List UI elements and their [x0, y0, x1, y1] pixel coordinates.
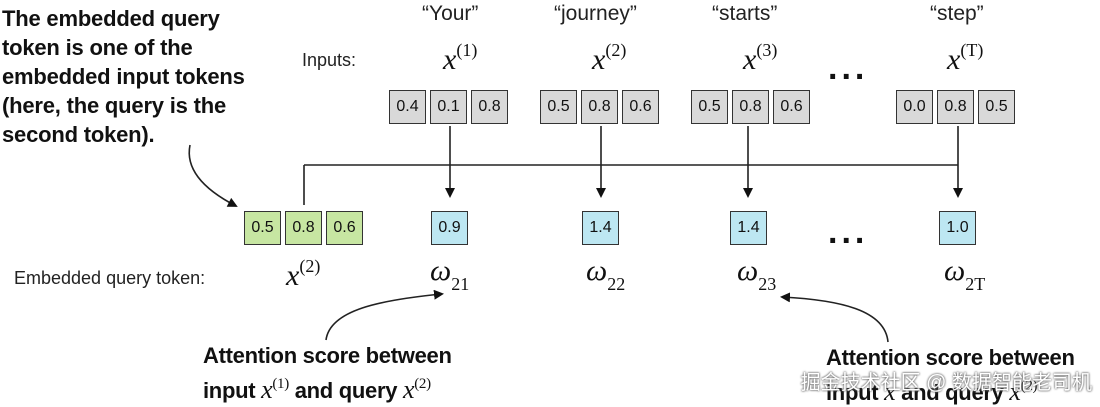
input-1-cell: 0.4 [389, 90, 426, 124]
input-1-cell: 0.8 [471, 90, 508, 124]
input-symbol-3: x(3) [743, 40, 778, 76]
input-T-cell: 0.5 [978, 90, 1015, 124]
score-cell-21: 0.9 [431, 211, 468, 245]
inputs-ellipsis: ... [828, 49, 869, 87]
attention-score-callout-right: Attention score between input x and quer… [826, 345, 1075, 406]
input-3-cell: 0.8 [732, 90, 769, 124]
input-2-cell: 0.6 [622, 90, 659, 124]
query-cell: 0.6 [326, 211, 363, 245]
scores-ellipsis: ... [828, 213, 869, 251]
input-2-cell: 0.8 [581, 90, 618, 124]
input-3-cell: 0.6 [773, 90, 810, 124]
input-3-cell: 0.5 [691, 90, 728, 124]
omega-symbol-22: ω22 [586, 254, 626, 294]
token-word-3: “starts” [712, 2, 778, 25]
input-T-cell: 0.0 [896, 90, 933, 124]
score-cell-2T: 1.0 [939, 211, 976, 245]
arrow-callout-right [780, 292, 889, 343]
query-explanation-callout: The embedded query token is one of the e… [2, 6, 245, 147]
score-cell-23: 1.4 [730, 211, 767, 245]
inputs-label: Inputs: [302, 50, 357, 70]
input-1-cell: 0.1 [430, 90, 467, 124]
watermark: 掘金技术社区 @ 数据智能老司机 [800, 372, 1092, 394]
arrow-callout-top [188, 144, 238, 207]
input-symbol-T: x(T) [947, 40, 984, 76]
score-cell-22: 1.4 [582, 211, 619, 245]
token-word-T: “step” [930, 2, 984, 25]
query-cell: 0.5 [244, 211, 281, 245]
arrow-callout-left [325, 289, 444, 341]
attention-score-callout-left: Attention score between input x(1) and q… [203, 343, 452, 404]
omega-symbol-23: ω23 [737, 254, 777, 294]
input-symbol-2: x(2) [592, 40, 627, 76]
token-word-1: “Your” [422, 2, 479, 25]
input-symbol-1: x(1) [443, 40, 478, 76]
input-2-cell: 0.5 [540, 90, 577, 124]
embedded-query-label: Embedded query token: [14, 268, 206, 288]
query-cell: 0.8 [285, 211, 322, 245]
omega-symbol-2T: ω2T [944, 254, 986, 294]
input-T-cell: 0.8 [937, 90, 974, 124]
query-symbol: x(2) [286, 256, 321, 292]
omega-symbol-21: ω21 [430, 254, 470, 294]
token-word-2: “journey” [554, 2, 637, 25]
